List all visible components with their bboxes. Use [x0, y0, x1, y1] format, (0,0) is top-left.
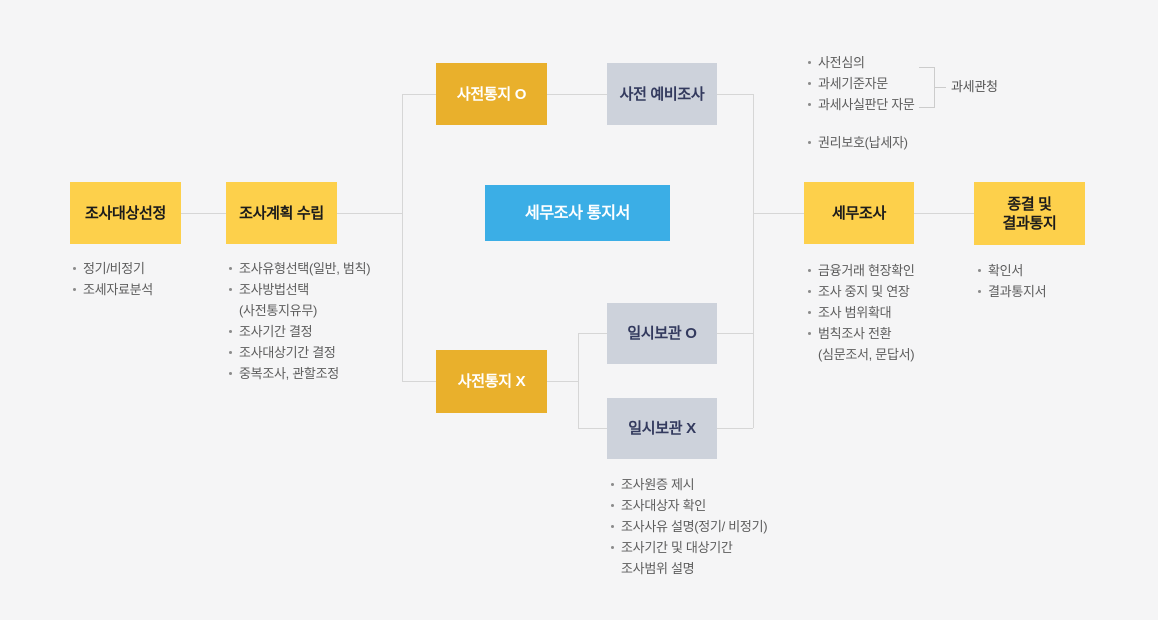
connector-line	[402, 94, 403, 381]
connector-line	[753, 213, 804, 214]
box-closing-label-line2: 결과통지	[1002, 214, 1057, 232]
rights-note: 권리보호(납세자)	[805, 132, 908, 153]
plan-notes: 조사유형선택(일반, 범칙) 조사방법선택 (사전통지유무) 조사기간 결정 조…	[226, 258, 371, 384]
box-closing-label-line1: 종결 및	[1007, 195, 1052, 213]
list-item: 조사기간 및 대상기간	[608, 537, 767, 558]
box-custody-o: 일시보관 O	[607, 303, 717, 364]
connector-line	[337, 213, 402, 214]
list-item-continuation: 조사범위 설명	[621, 561, 695, 576]
connector-line	[717, 428, 753, 429]
list-item: 사전심의	[805, 52, 915, 73]
connector-line	[547, 381, 578, 382]
list-item: 조세자료분석	[70, 279, 153, 300]
custody-x-notes: 조사원증 제시 조사대상자 확인 조사사유 설명(정기/ 비정기) 조사기간 및…	[608, 474, 768, 579]
bracket-line	[919, 107, 934, 108]
list-item: 조사 중지 및 연장	[805, 281, 915, 302]
connector-line	[717, 94, 753, 95]
connector-line	[402, 381, 436, 382]
box-custody-x: 일시보관 X	[607, 398, 717, 459]
list-item: 조사대상기간 결정	[226, 342, 370, 363]
list-item: 결과통지서	[975, 281, 1047, 302]
box-target-selection: 조사대상선정	[70, 182, 181, 244]
list-item: 과세사실판단 자문	[805, 94, 915, 115]
connector-line	[181, 213, 226, 214]
list-item: 조사 범위확대	[805, 302, 915, 323]
list-item-continuation: (사전통지유무)	[239, 303, 318, 318]
connector-line	[578, 333, 579, 428]
connector-line	[402, 94, 436, 95]
list-item: 범칙조사 전환	[805, 323, 915, 344]
list-item: 권리보호(납세자)	[805, 132, 908, 153]
list-item: 조사사유 설명(정기/ 비정기)	[608, 516, 768, 537]
list-item: 조사대상자 확인	[608, 495, 767, 516]
list-item: 과세기준자문	[805, 73, 915, 94]
list-item-continuation: (심문조서, 문답서)	[818, 347, 915, 362]
connector-line	[578, 428, 607, 429]
box-prior-notice-x: 사전통지 X	[436, 350, 547, 413]
connector-line	[913, 213, 974, 214]
target-selection-notes: 정기/비정기 조세자료분석	[70, 258, 153, 300]
bracket-line	[919, 67, 934, 68]
list-item: 조사방법선택	[226, 279, 370, 300]
box-closing: 종결 및 결과통지	[974, 182, 1085, 245]
tax-office-label: 과세관청	[951, 79, 998, 94]
pre-review-notes: 사전심의 과세기준자문 과세사실판단 자문	[805, 52, 915, 115]
list-item: 정기/비정기	[70, 258, 153, 279]
list-item: 확인서	[975, 260, 1046, 281]
box-pre-survey: 사전 예비조사	[607, 63, 717, 125]
bracket-line	[934, 87, 946, 88]
closing-notes: 확인서 결과통지서	[975, 260, 1047, 302]
connector-line	[717, 333, 753, 334]
box-tax-audit: 세무조사	[804, 182, 914, 244]
tax-audit-notes: 금융거래 현장확인 조사 중지 및 연장 조사 범위확대 범칙조사 전환 (심문…	[805, 260, 915, 365]
list-item: 조사원증 제시	[608, 474, 767, 495]
list-item: 금융거래 현장확인	[805, 260, 915, 281]
box-tax-audit-label: 세무조사	[831, 204, 886, 222]
list-item: 중복조사, 관할조정	[226, 363, 370, 384]
connector-line	[753, 94, 754, 428]
box-notice-document: 세무조사 통지서	[485, 185, 670, 241]
connector-line	[547, 94, 607, 95]
list-item: 조사유형선택(일반, 범칙)	[226, 258, 371, 279]
box-prior-notice-o: 사전통지 O	[436, 63, 547, 125]
list-item: 조사기간 결정	[226, 321, 370, 342]
box-plan: 조사계획 수립	[226, 182, 337, 244]
connector-line	[578, 333, 607, 334]
